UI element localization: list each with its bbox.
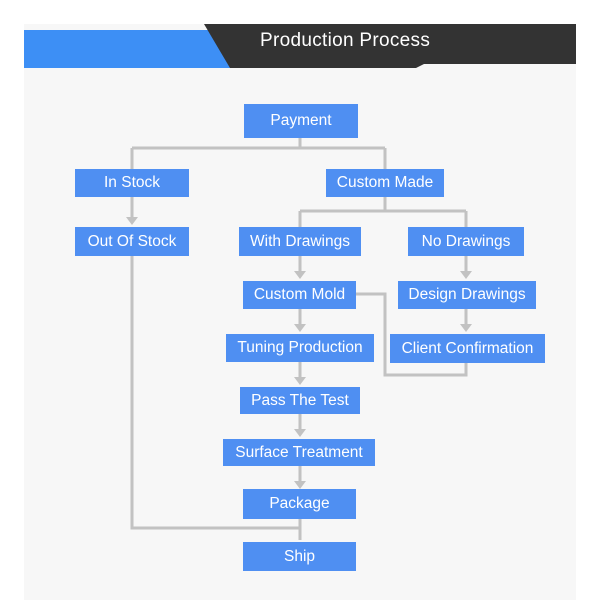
title-banner: Production Process <box>24 24 576 68</box>
node-with-drawings: With Drawings <box>239 227 361 256</box>
node-payment: Payment <box>244 104 358 138</box>
node-pass-the-test: Pass The Test <box>240 387 360 414</box>
node-client-confirmation: Client Confirmation <box>390 334 545 363</box>
node-surface-treatment: Surface Treatment <box>223 439 375 466</box>
node-tuning-production: Tuning Production <box>226 334 374 362</box>
node-design-drawings: Design Drawings <box>398 281 536 309</box>
node-ship: Ship <box>243 542 356 571</box>
node-out-of-stock: Out Of Stock <box>75 227 189 256</box>
page-title: Production Process <box>260 30 431 51</box>
banner-shape <box>24 24 576 68</box>
node-in-stock: In Stock <box>75 169 189 197</box>
node-custom-mold: Custom Mold <box>243 281 356 309</box>
node-no-drawings: No Drawings <box>408 227 524 256</box>
node-package: Package <box>243 489 356 519</box>
node-custom-made: Custom Made <box>326 169 444 197</box>
